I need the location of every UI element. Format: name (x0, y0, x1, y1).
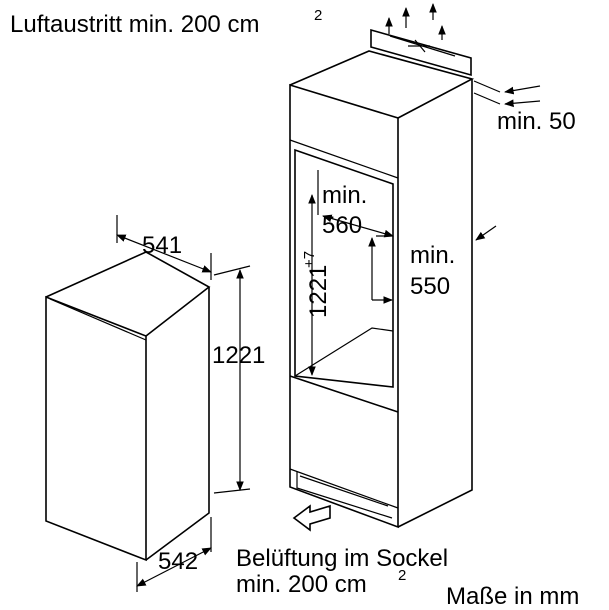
niche-width-min-label: min. (410, 242, 455, 269)
niche-height-label: 1221 (305, 265, 332, 318)
ventilation-superscript: 2 (398, 567, 406, 584)
appliance-body (45, 251, 211, 562)
top-gap-label: min. 50 (497, 108, 576, 135)
appliance-depth-label: 541 (142, 232, 182, 259)
niche-depth-min-label: min. (322, 182, 367, 209)
appliance-width-label: 542 (158, 548, 198, 575)
ventilation-label-line2: min. 200 cm (236, 571, 367, 598)
air-outlet-arrows (385, 3, 446, 40)
side-pointer-arrow (475, 225, 497, 241)
ventilation-label-line1: Belüftung im Sockel (236, 545, 448, 572)
appliance-depth-dimension (116, 215, 212, 280)
niche-height-tolerance: +7 (301, 251, 318, 268)
appliance-height-label: 1221 (212, 342, 265, 369)
units-label: Maße in mm (446, 583, 579, 610)
plinth-inlet-arrow-icon (292, 504, 331, 532)
niche-width-dimension (368, 237, 393, 304)
niche-cabinet (289, 50, 475, 529)
ventilation-grill-icon (370, 28, 472, 77)
air-outlet-superscript: 2 (314, 7, 322, 24)
niche-depth-dimension (317, 170, 394, 238)
air-outlet-label: Luftaustritt min. 200 cm (10, 11, 259, 38)
top-gap-dimension (473, 80, 541, 108)
appliance-width-dimension (136, 517, 212, 592)
appliance-height-dimension (213, 265, 251, 494)
niche-width-value-label: 550 (410, 273, 450, 300)
niche-depth-value-label: 560 (322, 212, 362, 239)
